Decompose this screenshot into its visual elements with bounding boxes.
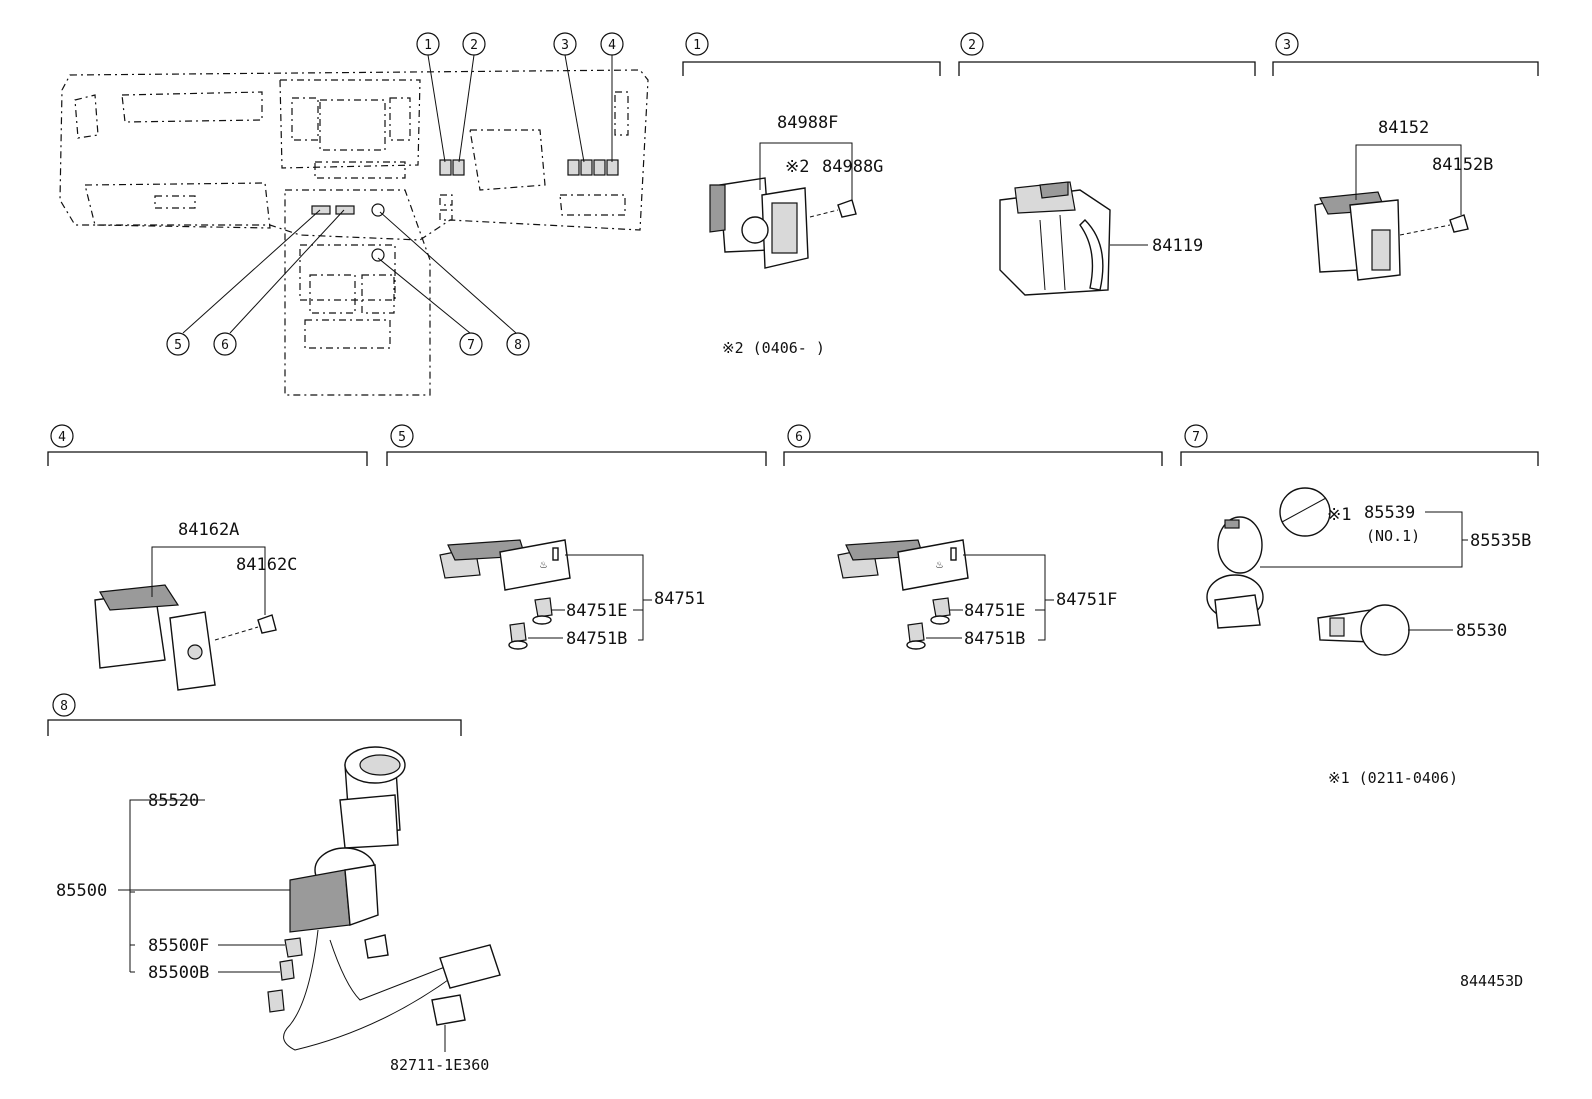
label-85530[interactable]: 85530 bbox=[1456, 621, 1507, 641]
label-84988F[interactable]: 84988F bbox=[777, 113, 838, 133]
label-84751[interactable]: 84751 bbox=[654, 589, 705, 609]
note-2: ※2 (0406- ) bbox=[722, 339, 825, 357]
svg-text:3: 3 bbox=[561, 38, 569, 53]
label-85539[interactable]: 85539 bbox=[1364, 503, 1415, 523]
label-85535B[interactable]: 85535B bbox=[1470, 531, 1531, 551]
section-2-switch: 84119 bbox=[999, 181, 1203, 296]
overview-callout-7[interactable]: 7 bbox=[459, 332, 483, 356]
overview-callout-5[interactable]: 5 bbox=[166, 332, 190, 356]
section-1-switch: 84988F ※2 84988G ※2 (0406- ) bbox=[709, 113, 883, 357]
label-85539-sub: (NO.1) bbox=[1366, 527, 1420, 545]
svg-text:3: 3 bbox=[1283, 38, 1291, 53]
overview-callout-6[interactable]: 6 bbox=[213, 332, 237, 356]
svg-text:4: 4 bbox=[608, 38, 616, 53]
svg-text:4: 4 bbox=[58, 430, 66, 445]
label-84152[interactable]: 84152 bbox=[1378, 118, 1429, 138]
svg-text:7: 7 bbox=[1192, 430, 1200, 445]
svg-text:6: 6 bbox=[221, 338, 229, 353]
label-84751F[interactable]: 84751F bbox=[1056, 590, 1117, 610]
section-4-switch: 84162A 84162C bbox=[94, 520, 297, 691]
section-5-switch: ♨ 84751E 84751B 84751 bbox=[439, 539, 705, 650]
overview-callout-4[interactable]: 4 bbox=[600, 32, 624, 56]
overview-callout-3[interactable]: 3 bbox=[553, 32, 577, 56]
label-85500B[interactable]: 85500B bbox=[148, 963, 209, 983]
label-84751B-b[interactable]: 84751B bbox=[964, 629, 1025, 649]
svg-text:5: 5 bbox=[174, 338, 182, 353]
section-8-lighter: 85520 85500 85500F 85500B 82711-1E360 bbox=[56, 746, 501, 1074]
svg-text:6: 6 bbox=[795, 430, 803, 445]
dashboard-overview bbox=[59, 54, 649, 396]
label-84162A[interactable]: 84162A bbox=[178, 520, 239, 540]
svg-text:♨: ♨ bbox=[540, 557, 547, 571]
label-84751E-a[interactable]: 84751E bbox=[566, 601, 627, 621]
section-6-switch: ♨ 84751E 84751B 84751F bbox=[837, 539, 1117, 650]
label-84119[interactable]: 84119 bbox=[1152, 236, 1203, 256]
section-7-socket: ※1 85539 (NO.1) 85535B 85530 ※1 (0211-04… bbox=[1206, 487, 1531, 787]
label-82711-1E360[interactable]: 82711-1E360 bbox=[390, 1056, 489, 1074]
note-1: ※1 (0211-0406) bbox=[1328, 769, 1458, 787]
label-84152B[interactable]: 84152B bbox=[1432, 155, 1493, 175]
label-84162C[interactable]: 84162C bbox=[236, 555, 297, 575]
svg-text:8: 8 bbox=[514, 338, 522, 353]
figure-id: 844453D bbox=[1460, 972, 1523, 990]
label-84751B-a[interactable]: 84751B bbox=[566, 629, 627, 649]
marker-2: ※2 bbox=[785, 157, 809, 177]
section-3-switch: 84152 84152B bbox=[1314, 118, 1493, 281]
label-85500[interactable]: 85500 bbox=[56, 881, 107, 901]
label-84988G[interactable]: 84988G bbox=[822, 157, 883, 177]
section-headers: 1 2 3 4 5 6 7 8 bbox=[47, 32, 1539, 736]
svg-text:♨: ♨ bbox=[936, 557, 943, 571]
svg-text:2: 2 bbox=[470, 38, 478, 53]
svg-text:8: 8 bbox=[60, 699, 68, 714]
overview-callout-1[interactable]: 1 bbox=[416, 32, 440, 56]
svg-text:1: 1 bbox=[424, 38, 432, 53]
svg-text:5: 5 bbox=[398, 430, 406, 445]
label-85500F[interactable]: 85500F bbox=[148, 936, 209, 956]
svg-text:1: 1 bbox=[693, 38, 701, 53]
overview-callout-2[interactable]: 2 bbox=[462, 32, 486, 56]
label-85520[interactable]: 85520 bbox=[148, 791, 199, 811]
svg-text:2: 2 bbox=[968, 38, 976, 53]
overview-callouts: 1 2 3 4 5 6 7 8 bbox=[166, 32, 624, 356]
svg-text:7: 7 bbox=[467, 338, 475, 353]
overview-callout-8[interactable]: 8 bbox=[506, 332, 530, 356]
label-84751E-b[interactable]: 84751E bbox=[964, 601, 1025, 621]
marker-1: ※1 bbox=[1327, 505, 1351, 525]
